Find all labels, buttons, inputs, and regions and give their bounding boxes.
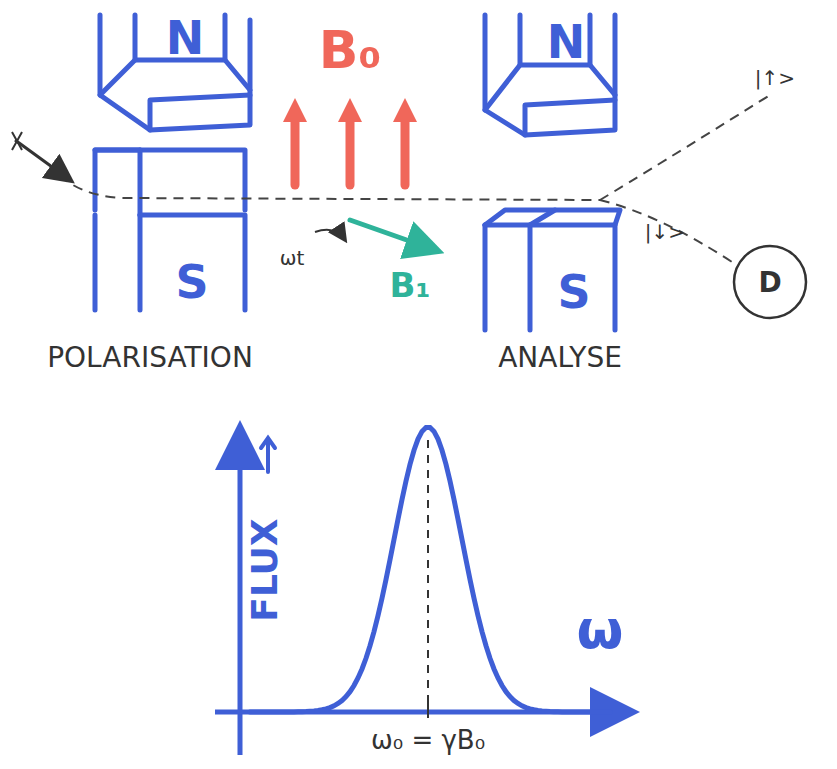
section-label: ANALYSE [498,344,622,372]
detector-circle: D [732,244,808,320]
pole-letter: S [557,269,590,315]
axis-value: ω₀ = γB₀ [371,727,485,753]
pole-letter: S [175,259,208,305]
pole-letter: N [547,19,586,65]
field-label: B₁ [390,268,431,302]
phase-label: ωt [280,248,305,268]
detector-letter: D [758,266,781,299]
state-label: |↓> [645,222,685,242]
state-label: |↑> [755,68,795,88]
section-label: POLARISATION [47,344,253,372]
pole-letter: N [166,15,205,61]
axis-label: ω [577,603,624,657]
field-label: B₀ [319,24,381,76]
axis-label: FLUX [247,518,283,621]
